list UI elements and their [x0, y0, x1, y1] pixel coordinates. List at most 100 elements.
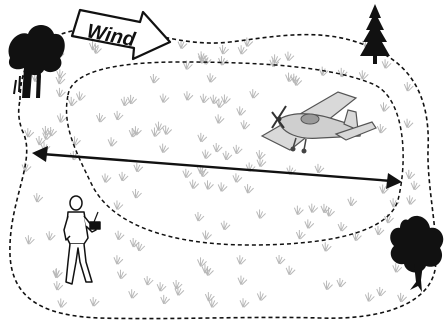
grass-tuft — [114, 255, 123, 264]
grass-tuft — [202, 150, 211, 159]
grass-tuft — [326, 207, 335, 216]
grass-tuft — [57, 113, 66, 122]
grass-tuft — [53, 269, 62, 278]
grass-tuft — [220, 45, 229, 54]
grass-tuft — [133, 189, 142, 198]
grass-tuft — [184, 91, 193, 100]
grass-tuft — [406, 170, 415, 179]
grass-tuft — [57, 69, 66, 78]
grass-tuft — [25, 128, 34, 137]
grass-tuft — [221, 94, 230, 103]
grass-tuft — [338, 222, 347, 231]
deciduous-tree-icon — [9, 25, 65, 98]
grass-tuft — [257, 291, 266, 300]
grass-tuft — [377, 287, 386, 296]
grass-tuft — [22, 163, 31, 172]
grass-tuft — [204, 180, 213, 189]
grass-tuft — [68, 97, 77, 106]
grass-tuft — [257, 158, 266, 167]
grass-tuft — [315, 164, 324, 173]
grass-tuft — [377, 124, 386, 133]
grass-tuft — [324, 281, 333, 290]
wind-arrow: Wind — [72, 10, 170, 59]
grass-tuft — [216, 99, 225, 108]
grass-tuft — [404, 82, 413, 91]
grass-tuft — [183, 169, 192, 178]
grass-tuft — [237, 255, 246, 264]
rc-airplane-icon — [262, 92, 376, 154]
grass-tuft — [285, 52, 294, 61]
grass-tuft — [407, 195, 416, 204]
grass-tuft — [309, 204, 318, 213]
grass-tuft — [382, 59, 391, 68]
grass-tuft — [200, 94, 209, 103]
grass-tuft — [250, 89, 259, 98]
grass-tuft — [286, 266, 295, 275]
grass-tuft — [221, 221, 230, 230]
grass-tuft — [305, 219, 314, 228]
grass-tuft — [114, 111, 123, 120]
grass-tuft — [163, 126, 172, 135]
grass-tuft — [205, 292, 214, 301]
grass-tuft — [411, 181, 420, 190]
grass-tuft — [150, 74, 159, 83]
grass-tuft — [294, 206, 303, 215]
grass-tuft — [198, 133, 207, 142]
grass-tuft — [129, 289, 138, 298]
grass-tuft — [238, 45, 247, 54]
grass-tuft — [90, 297, 99, 306]
grass-tuft — [58, 298, 67, 307]
grass-tuft — [119, 172, 128, 181]
grass-tuft — [56, 88, 65, 97]
grass-tuft — [190, 180, 199, 189]
grass-tuft — [240, 298, 249, 307]
grass-tuft — [203, 230, 212, 239]
grass-tuft — [115, 231, 124, 240]
grass-tuft — [102, 173, 111, 182]
grass-tuft — [238, 276, 247, 285]
grass-tuft — [121, 97, 130, 106]
grass-tuft — [213, 143, 222, 152]
pilot-with-transmitter-icon — [64, 196, 100, 284]
grass-tuft — [276, 255, 285, 264]
grass-tuft — [25, 235, 34, 244]
grass-tuft — [161, 295, 170, 304]
grass-tuft — [144, 276, 153, 285]
grass-tuft — [381, 102, 390, 111]
grass-tuft — [256, 150, 265, 159]
grass-tuft — [114, 201, 123, 210]
grass-tuft — [34, 193, 43, 202]
grass-tuft — [97, 113, 106, 122]
grass-tuft — [233, 173, 242, 182]
deciduous-tree-icon — [390, 216, 443, 292]
grass-tuft — [337, 278, 346, 287]
grass-tuft — [207, 73, 216, 82]
grass-tuft — [398, 293, 407, 302]
grass-tuft — [76, 91, 85, 100]
grass-tuft — [241, 120, 250, 129]
grass-tuft — [157, 282, 166, 291]
pine-tree-icon — [360, 4, 390, 64]
grass-tuft — [136, 242, 145, 251]
grass-tuft — [160, 94, 169, 103]
grass-tuft — [245, 184, 254, 193]
grass-tuft — [218, 182, 227, 191]
grass-tuft — [195, 212, 204, 221]
grass-tuft — [130, 238, 139, 247]
grass-tuft — [404, 119, 413, 128]
grass-tuft — [46, 231, 55, 240]
grass-tuft — [322, 242, 331, 251]
grass-tuft — [233, 145, 242, 154]
grass-tuft — [54, 281, 63, 290]
flight-zone-boundary — [67, 62, 404, 245]
arrow-head-right — [386, 173, 402, 189]
grass-tuft — [108, 137, 117, 146]
grass-tuft — [160, 144, 169, 153]
grass-tuft — [296, 230, 305, 239]
grass-tuft — [117, 270, 126, 279]
grass-tuft — [223, 151, 232, 160]
grass-tuft — [393, 263, 402, 272]
grass-tuft — [48, 127, 57, 136]
grass-tuft — [210, 95, 219, 104]
